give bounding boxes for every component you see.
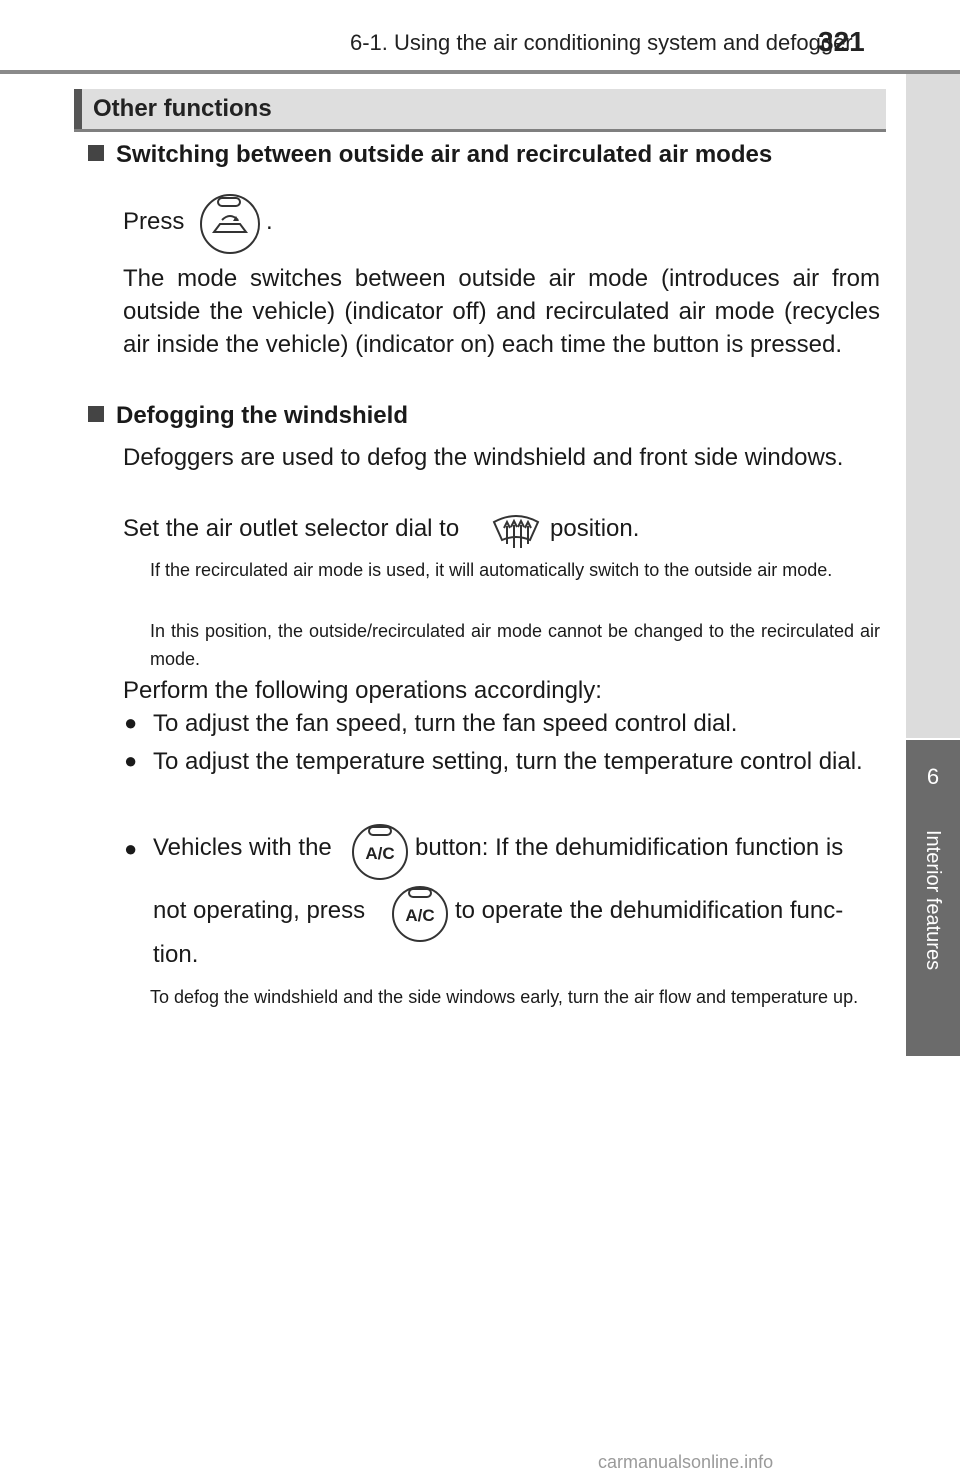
bullet-3-part-a: Vehicles with the xyxy=(153,834,332,861)
recirculation-button-icon xyxy=(200,194,260,254)
bullet-2-text: To adjust the temperature setting, turn … xyxy=(153,748,863,775)
heading-switching: Switching between outside air and recirc… xyxy=(88,141,772,169)
page-number: 321 xyxy=(818,26,865,57)
heading-defogging-text: Defogging the windshield xyxy=(116,402,408,429)
heading-switching-text: Switching between outside air and recirc… xyxy=(116,141,773,168)
running-header-title: 6-1. Using the air conditioning system a… xyxy=(350,30,853,55)
chapter-label-wrap: Interior features xyxy=(906,830,960,1030)
bullet-1-text: To adjust the fan speed, turn the fan sp… xyxy=(153,710,738,737)
set-dial-label: Set the air outlet selector dial to xyxy=(123,515,460,542)
bullet-3-part-c: not operating, press xyxy=(153,897,366,924)
note-1: If the recirculated air mode is used, it… xyxy=(150,560,833,580)
side-tab-light xyxy=(906,74,960,738)
perform-text: Perform the following operations accordi… xyxy=(123,677,602,704)
windshield-defogger-icon xyxy=(492,515,540,548)
section-title: Other functions xyxy=(93,95,272,122)
chapter-label: Interior features xyxy=(922,830,944,971)
press-label: Press xyxy=(123,208,185,235)
ac-button-label: A/C xyxy=(405,906,434,925)
watermark: carmanualsonline.info xyxy=(598,1452,774,1472)
bullet-dot-icon: ● xyxy=(124,748,138,773)
note-2: In this position, the outside/recirculat… xyxy=(150,621,880,669)
ac-button-icon: A/C xyxy=(352,824,408,880)
section-underline xyxy=(74,129,886,132)
bullet-3-part-d: to operate the dehumidification func- xyxy=(455,897,844,924)
ac-button-label: A/C xyxy=(365,844,394,863)
section-bar xyxy=(74,89,886,129)
ac-button-icon: A/C xyxy=(392,886,448,942)
note-3: To defog the windshield and the side win… xyxy=(150,987,859,1007)
bullet-dot-icon: ● xyxy=(124,836,138,861)
bullet-3-part-b: button: If the dehumidification function… xyxy=(415,834,844,861)
switching-paragraph: The mode switches between outside air mo… xyxy=(123,265,880,358)
heading-defogging: Defogging the windshield xyxy=(88,402,408,430)
side-tab-dark xyxy=(906,740,960,1056)
press-suffix: . xyxy=(266,208,273,235)
square-bullet-icon xyxy=(88,406,104,422)
square-bullet-icon xyxy=(88,145,104,161)
set-dial-suffix: position. xyxy=(550,515,640,542)
bullet-3-part-e: tion. xyxy=(153,941,199,968)
bullet-dot-icon: ● xyxy=(124,710,138,735)
header-rule xyxy=(0,70,960,74)
defogging-paragraph-1: Defoggers are used to defog the windshie… xyxy=(123,444,844,471)
section-accent xyxy=(74,89,82,129)
chapter-number: 6 xyxy=(926,764,940,789)
